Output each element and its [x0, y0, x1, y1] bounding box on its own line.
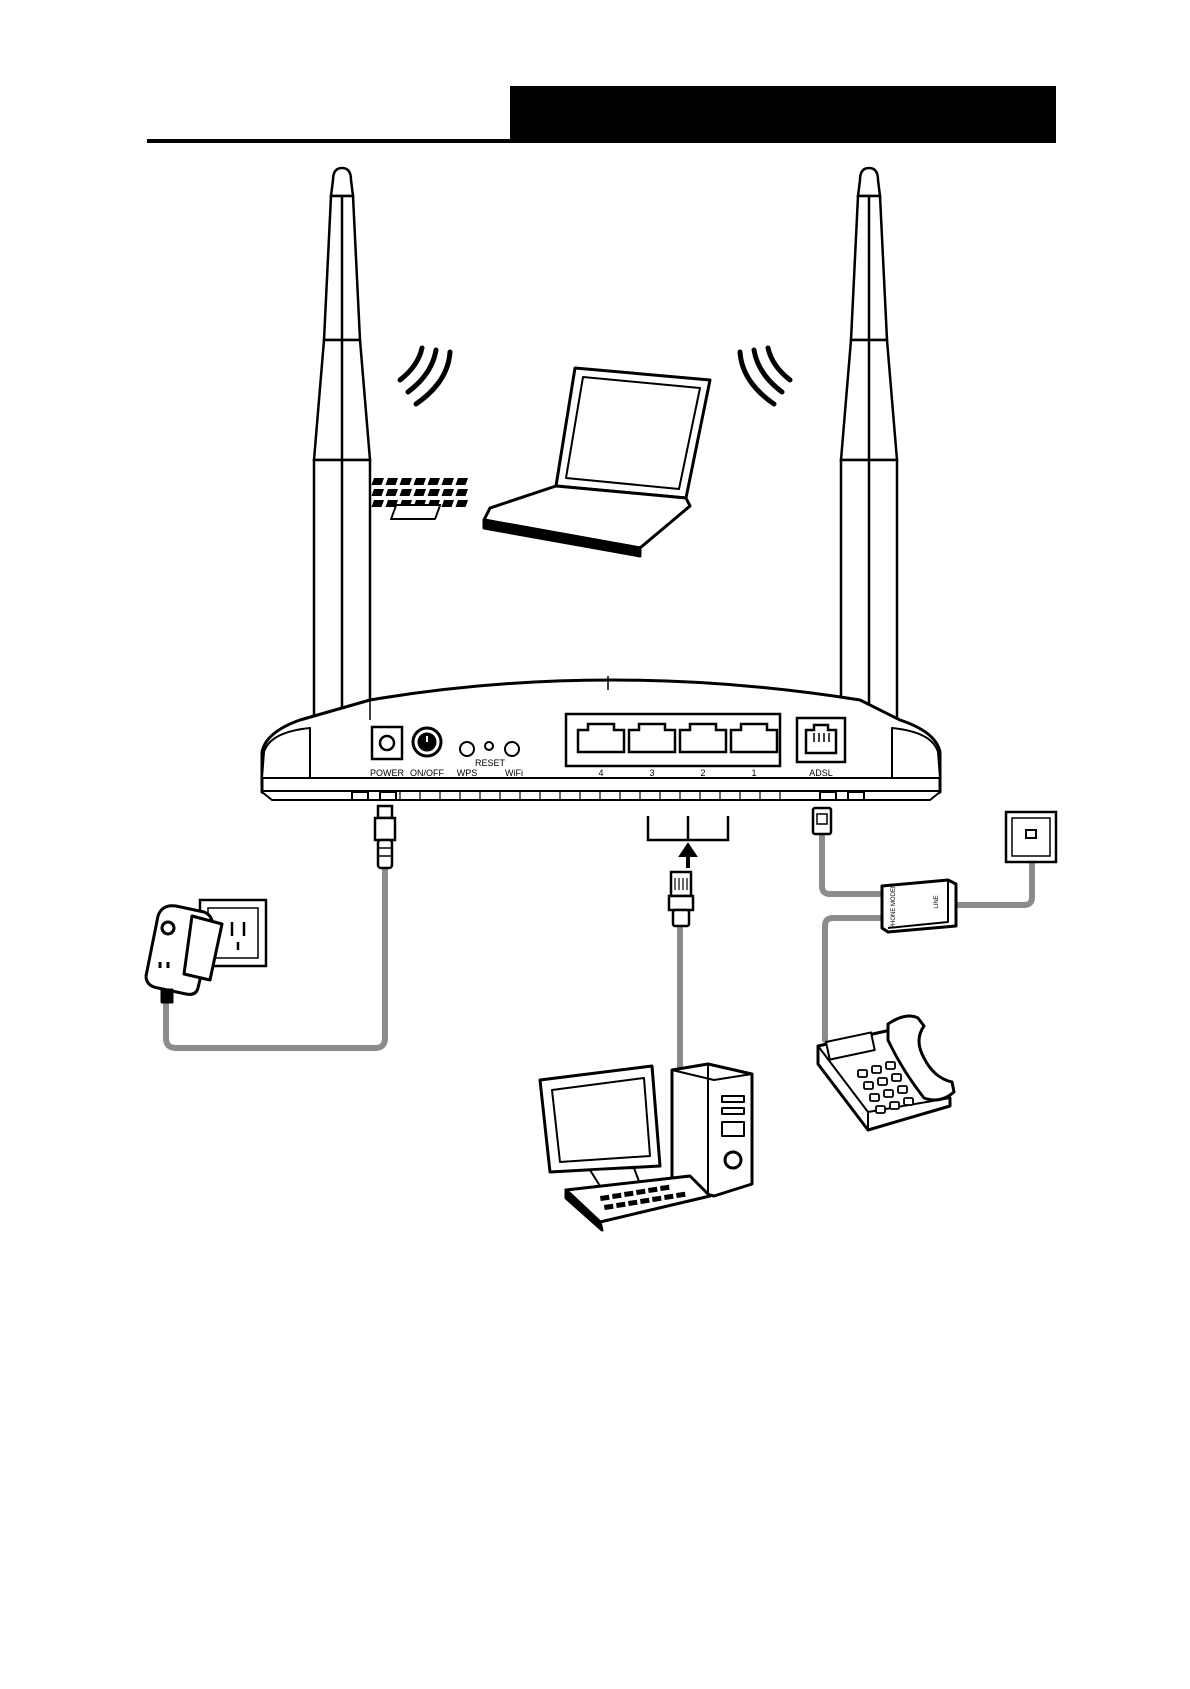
header-black-bar [510, 86, 1056, 143]
reset-button [485, 742, 493, 750]
onoff-button-label: ON/OFF [410, 768, 444, 778]
lan-port-2-label: 2 [700, 768, 705, 778]
header-rule [147, 139, 1056, 143]
wifi-signal-left-icon [400, 348, 450, 404]
power-adapter-icon [146, 906, 222, 1002]
adsl-port-label: ADSL [809, 768, 833, 778]
power-port-label: POWER [370, 768, 405, 778]
desktop-computer-icon [540, 1064, 752, 1230]
splitter-to-phone-cable [825, 918, 882, 1040]
wps-button-label: WPS [457, 768, 478, 778]
splitter-modem-label: PHONE MODEM [891, 883, 897, 929]
antenna-right [841, 168, 897, 770]
wifi-button-label: WiFi [505, 768, 523, 778]
wifi-button [505, 742, 519, 756]
lan-port-1-label: 1 [751, 768, 756, 778]
telephone-icon [818, 1016, 954, 1130]
adsl-port [797, 718, 845, 762]
adsl-to-splitter-cable [822, 836, 882, 894]
wifi-signal-right-icon [740, 348, 790, 404]
lan-bracket [648, 816, 728, 840]
splitter-line-label: LINE [934, 895, 940, 908]
barrel-plug-icon [375, 806, 395, 868]
wps-button [460, 742, 474, 756]
reset-button-label: RESET [475, 758, 506, 768]
antenna-left [314, 168, 370, 770]
phone-wall-jack-icon [1006, 812, 1056, 862]
lan-port-3-label: 3 [649, 768, 654, 778]
rj11-plug-icon [813, 808, 831, 834]
rj45-plug-icon [669, 872, 693, 926]
lan-port-group [566, 714, 780, 766]
onoff-button [413, 728, 441, 756]
power-port [372, 727, 402, 759]
up-arrow-icon [680, 844, 696, 868]
lan-port-4-label: 4 [598, 768, 603, 778]
